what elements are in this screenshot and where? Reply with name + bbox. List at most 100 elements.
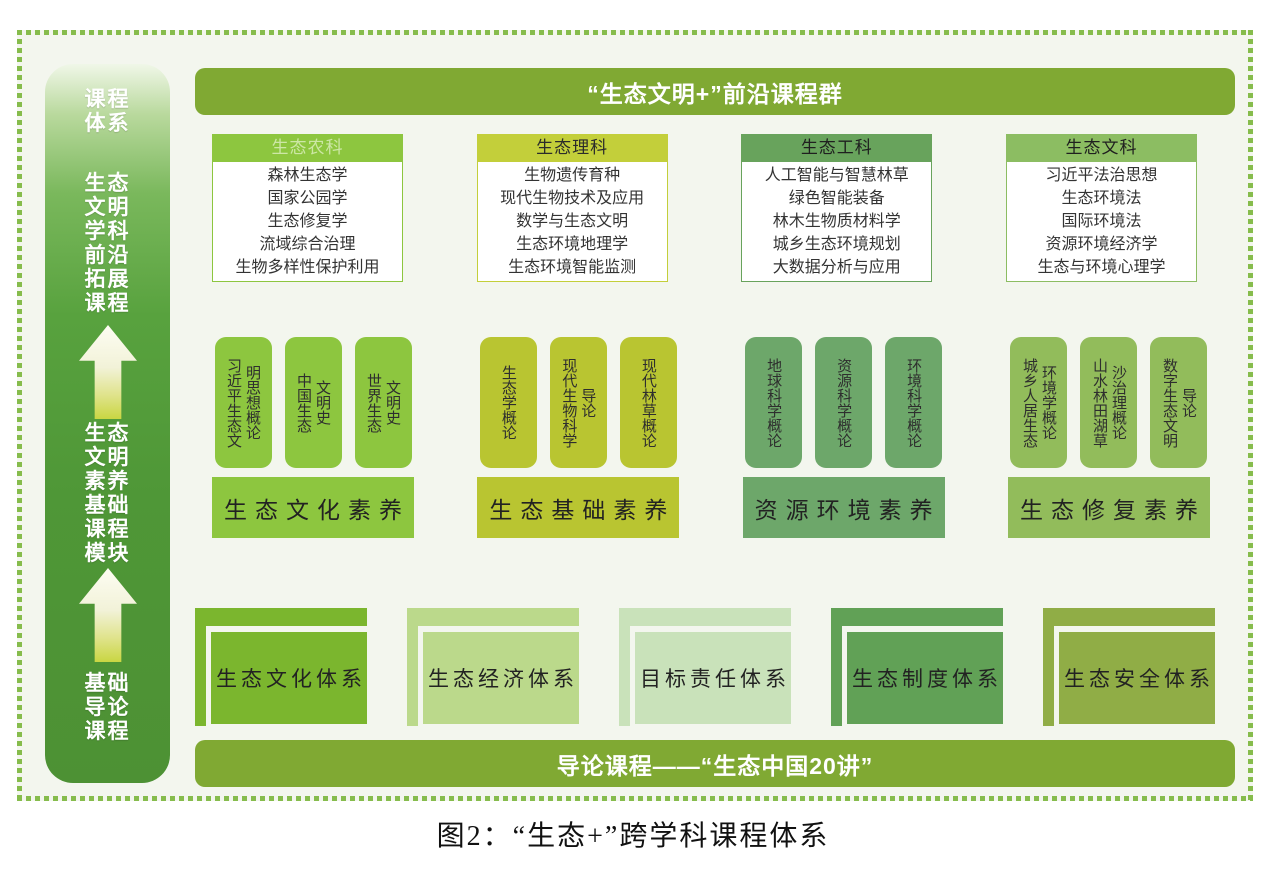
- column-title: 生态农科: [212, 134, 403, 161]
- system-frame-left: [619, 608, 630, 726]
- pill-group: 习近平生态文 明思想概论 中国生态 文明史 世界生态 文明史: [212, 337, 414, 468]
- system-frame-left: [195, 608, 206, 726]
- pill-group: 生态学概论 现代生物科学 导论 现代林草概论: [477, 337, 679, 468]
- course-pill: 地球科学概论: [745, 337, 803, 468]
- module-eco-restoration: 城乡人居生态 环境学概论 山水林田湖草 沙治理概论 数字生态文明 导论 生态修复…: [1007, 337, 1210, 538]
- banner-label: “生态文明+”前沿课程群: [587, 80, 843, 107]
- module-eco-culture: 习近平生态文 明思想概论 中国生态 文明史 世界生态 文明史 生态文化素养: [212, 337, 414, 538]
- systems-row: 生态文化体系 生态经济体系 目标责任体系 生态制度体系 生态安全体系: [195, 608, 1235, 726]
- banner-label: 导论课程——“生态中国20讲”: [556, 752, 874, 779]
- course-pill: 资源科学概论: [815, 337, 873, 468]
- pill-label: 山水林田湖草 沙治理概论: [1090, 357, 1127, 448]
- intro-course-banner: 导论课程——“生态中国20讲”: [195, 740, 1235, 787]
- pill-label: 城乡人居生态 环境学概论: [1020, 357, 1057, 448]
- column-title: 生态文科: [1005, 134, 1197, 161]
- column-title: 生态工科: [741, 134, 933, 161]
- course-list: 生物遗传育种 现代生物技术及应用 数学与生态文明 生态环境地理学 生态环境智能监…: [476, 161, 668, 282]
- pill-label: 现代生物科学 导论: [560, 357, 597, 448]
- course-item: 资源环境经济学: [1045, 236, 1158, 253]
- course-item: 流域综合治理: [259, 236, 356, 253]
- course-pill: 现代林草概论: [619, 337, 677, 468]
- course-item: 人工智能与智慧林草: [764, 167, 909, 184]
- module-label: 资源环境素养: [742, 477, 945, 538]
- system-frame-top: [195, 608, 367, 626]
- pill-label: 现代林草概论: [639, 357, 657, 448]
- system-eco-culture: 生态文化体系: [195, 608, 367, 726]
- course-item: 数学与生态文明: [516, 213, 629, 230]
- pill-group: 城乡人居生态 环境学概论 山水林田湖草 沙治理概论 数字生态文明 导论: [1008, 337, 1210, 468]
- module-eco-foundation: 生态学概论 现代生物科学 导论 现代林草概论 生态基础素养: [477, 337, 680, 538]
- pill-label: 习近平生态文 明思想概论: [225, 357, 261, 448]
- system-frame-top: [1043, 608, 1215, 626]
- course-item: 大数据分析与应用: [772, 259, 901, 276]
- pill-label: 中国生态 文明史: [295, 372, 331, 433]
- column-eco-engineering: 生态工科 人工智能与智慧林草 绿色智能装备 林木生物质材料学 城乡生态环境规划 …: [741, 134, 933, 282]
- system-eco-institution: 生态制度体系: [831, 608, 1003, 726]
- course-item: 生态环境法: [1061, 190, 1142, 207]
- up-arrow-icon: [79, 568, 137, 662]
- course-list: 习近平法治思想 生态环境法 国际环境法 资源环境经济学 生态与环境心理学: [1005, 161, 1197, 282]
- course-pill: 城乡人居生态 环境学概论: [1010, 337, 1068, 468]
- course-item: 林木生物质材料学: [772, 213, 901, 230]
- competency-modules-row: 习近平生态文 明思想概论 中国生态 文明史 世界生态 文明史 生态文化素养 生态…: [195, 337, 1235, 538]
- system-label: 生态制度体系: [847, 632, 1003, 724]
- system-frame-top: [831, 608, 1003, 626]
- course-list: 森林生态学 国家公园学 生态修复学 流域综合治理 生物多样性保护利用: [212, 161, 403, 282]
- course-item: 生态修复学: [267, 213, 348, 230]
- course-item: 生态环境地理学: [516, 236, 629, 253]
- pill-label: 资源科学概论: [835, 357, 853, 448]
- course-item: 生物多样性保护利用: [235, 259, 380, 276]
- module-resource-environment: 地球科学概论 资源科学概论 环境科学概论 资源环境素养: [742, 337, 945, 538]
- frame-edge-left: [17, 30, 22, 801]
- system-eco-security: 生态安全体系: [1043, 608, 1215, 726]
- pill-label: 数字生态文明 导论: [1160, 357, 1197, 448]
- pill-label: 环境科学概论: [905, 357, 923, 448]
- discipline-columns-row: 生态农科 森林生态学 国家公园学 生态修复学 流域综合治理 生物多样性保护利用 …: [195, 134, 1235, 282]
- system-label: 生态文化体系: [211, 632, 367, 724]
- course-pill: 现代生物科学 导论: [549, 337, 607, 468]
- course-item: 生态与环境心理学: [1037, 259, 1166, 276]
- frame-edge-bottom: [17, 796, 1253, 801]
- frame-edge-right: [1248, 30, 1253, 801]
- course-item: 绿色智能装备: [788, 190, 885, 207]
- system-frame-top: [407, 608, 579, 626]
- column-eco-science: 生态理科 生物遗传育种 现代生物技术及应用 数学与生态文明 生态环境地理学 生态…: [476, 134, 668, 282]
- curriculum-axis-sidebar: 课程 体系 生态 文明 学科 前沿 拓展 课程 生态 文明 素养 基础 课程 模…: [45, 64, 170, 783]
- sidebar-level-literacy: 生态 文明 素养 基础 课程 模块: [84, 422, 131, 565]
- system-frame-top: [619, 608, 791, 626]
- column-title: 生态理科: [476, 134, 668, 161]
- course-pill: 环境科学概论: [885, 337, 943, 468]
- course-pill: 中国生态 文明史: [284, 337, 342, 468]
- course-list: 人工智能与智慧林草 绿色智能装备 林木生物质材料学 城乡生态环境规划 大数据分析…: [741, 161, 933, 282]
- pill-label: 地球科学概论: [765, 357, 783, 448]
- system-label: 生态经济体系: [423, 632, 579, 724]
- course-item: 国际环境法: [1061, 213, 1142, 230]
- module-label: 生态基础素养: [477, 477, 680, 538]
- module-label: 生态文化素养: [212, 477, 414, 538]
- frame-edge-top: [17, 30, 1253, 35]
- frontier-course-banner: “生态文明+”前沿课程群: [195, 68, 1235, 115]
- module-label: 生态修复素养: [1007, 477, 1210, 538]
- course-pill: 生态学概论: [479, 337, 537, 468]
- course-item: 生态环境智能监测: [508, 259, 637, 276]
- course-pill: 数字生态文明 导论: [1150, 337, 1208, 468]
- pill-label: 生态学概论: [499, 365, 517, 440]
- column-eco-agriculture: 生态农科 森林生态学 国家公园学 生态修复学 流域综合治理 生物多样性保护利用: [212, 134, 403, 282]
- system-frame-left: [831, 608, 842, 726]
- sidebar-level-intro: 基础 导论 课程: [84, 672, 131, 743]
- course-pill: 习近平生态文 明思想概论: [214, 337, 272, 468]
- course-item: 森林生态学: [267, 167, 348, 184]
- course-item: 国家公园学: [267, 190, 348, 207]
- system-target-responsibility: 目标责任体系: [619, 608, 791, 726]
- figure-caption: 图2：“生态+”跨学科课程体系: [436, 821, 830, 852]
- up-arrow-icon: [79, 325, 137, 419]
- course-pill: 山水林田湖草 沙治理概论: [1080, 337, 1138, 468]
- sidebar-level-frontier: 生态 文明 学科 前沿 拓展 课程: [84, 172, 131, 315]
- course-item: 生物遗传育种: [524, 167, 621, 184]
- course-pill: 世界生态 文明史: [354, 337, 412, 468]
- course-item: 城乡生态环境规划: [772, 236, 901, 253]
- column-eco-humanities: 生态文科 习近平法治思想 生态环境法 国际环境法 资源环境经济学 生态与环境心理…: [1005, 134, 1197, 282]
- system-frame-left: [407, 608, 418, 726]
- system-label: 目标责任体系: [635, 632, 791, 724]
